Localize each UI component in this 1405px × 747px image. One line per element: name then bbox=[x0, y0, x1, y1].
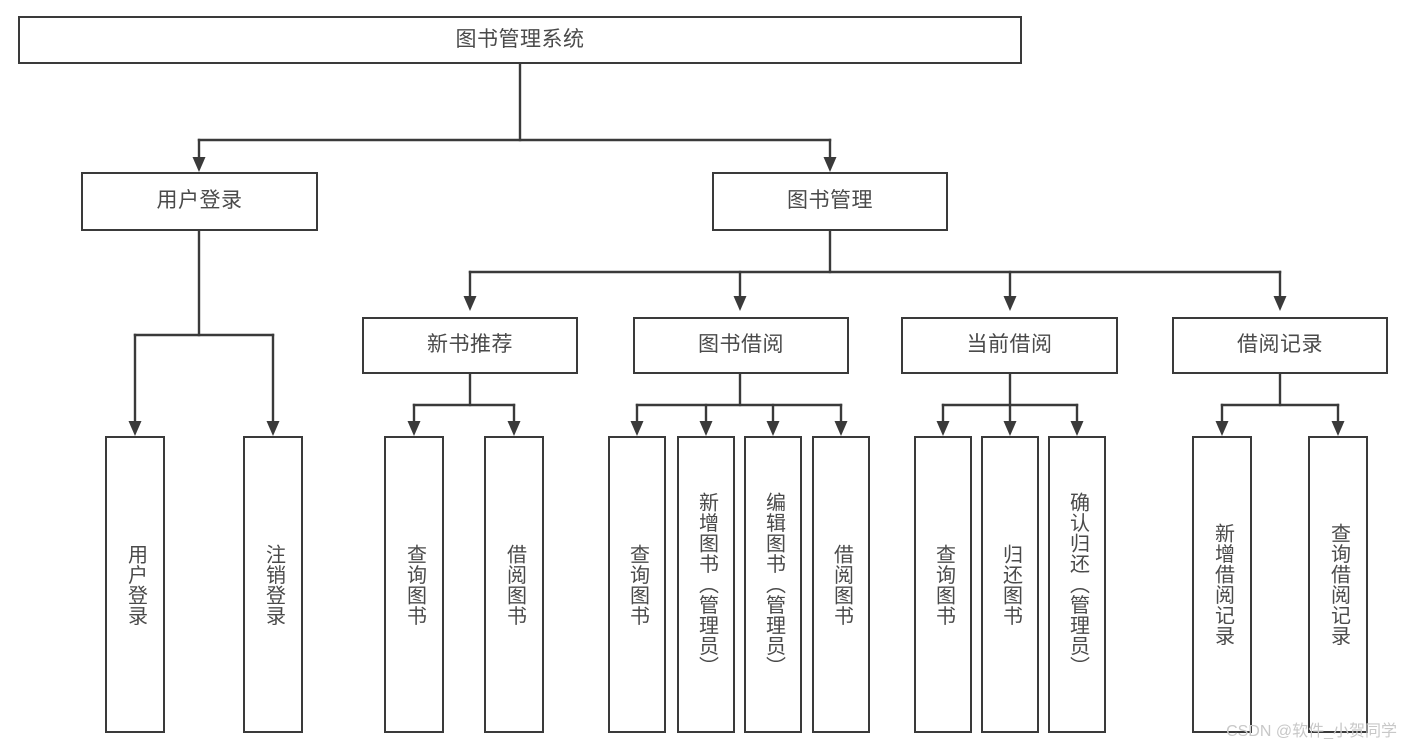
arrowhead-book-borrow bbox=[733, 296, 747, 311]
arrowhead-user-login bbox=[192, 157, 206, 172]
leaf-edit-book-admin[interactable]: 编辑图书（管理员） bbox=[744, 436, 802, 733]
node-label: 查询图书 bbox=[626, 543, 649, 626]
node-label: 图书管理 bbox=[787, 189, 873, 213]
node-label: 图书管理系统 bbox=[455, 27, 585, 51]
arrowhead-borrow-records bbox=[1273, 296, 1287, 311]
arrowhead-bb-leaf-1 bbox=[630, 421, 644, 436]
node-root-system[interactable]: 图书管理系统 bbox=[18, 16, 1022, 64]
leaf-user-login[interactable]: 用户登录 bbox=[105, 436, 165, 733]
leaf-borrow-book-recommend[interactable]: 借阅图书 bbox=[484, 436, 544, 733]
arrowhead-br-leaf-2 bbox=[1331, 421, 1345, 436]
node-label: 新增借阅记录 bbox=[1211, 523, 1234, 646]
leaf-confirm-return-admin[interactable]: 确认归还（管理员） bbox=[1048, 436, 1106, 733]
node-book-management[interactable]: 图书管理 bbox=[712, 172, 948, 231]
node-label: 借阅图书 bbox=[830, 543, 853, 626]
node-label: 查询图书 bbox=[403, 543, 426, 626]
leaf-query-borrow-record[interactable]: 查询借阅记录 bbox=[1308, 436, 1368, 733]
arrowhead-cb-leaf-3 bbox=[1070, 421, 1084, 436]
arrowhead-book-manage bbox=[823, 157, 837, 172]
arrowhead-leaf-user-login bbox=[128, 421, 142, 436]
node-label: 用户登录 bbox=[124, 543, 147, 626]
arrowhead-bb-leaf-4 bbox=[834, 421, 848, 436]
arrowhead-br-leaf-1 bbox=[1215, 421, 1229, 436]
node-label: 当前借阅 bbox=[966, 333, 1053, 357]
arrowhead-bb-leaf-3 bbox=[766, 421, 780, 436]
arrowhead-nb-leaf-2 bbox=[507, 421, 521, 436]
node-label: 归还图书 bbox=[999, 543, 1022, 626]
leaf-logout[interactable]: 注销登录 bbox=[243, 436, 303, 733]
node-book-borrow[interactable]: 图书借阅 bbox=[633, 317, 849, 374]
leaf-add-book-admin[interactable]: 新增图书（管理员） bbox=[677, 436, 735, 733]
node-label: 图书借阅 bbox=[698, 333, 784, 357]
leaf-query-book-recommend[interactable]: 查询图书 bbox=[384, 436, 444, 733]
node-label: 查询借阅记录 bbox=[1327, 523, 1350, 646]
node-label: 借阅图书 bbox=[503, 543, 526, 626]
leaf-add-borrow-record[interactable]: 新增借阅记录 bbox=[1192, 436, 1252, 733]
arrowhead-nb-leaf-1 bbox=[407, 421, 421, 436]
node-current-borrow[interactable]: 当前借阅 bbox=[901, 317, 1118, 374]
node-user-login[interactable]: 用户登录 bbox=[81, 172, 318, 231]
leaf-return-book[interactable]: 归还图书 bbox=[981, 436, 1039, 733]
arrowhead-cb-leaf-1 bbox=[936, 421, 950, 436]
node-label: 新增图书（管理员） bbox=[695, 492, 718, 677]
arrowhead-bb-leaf-2 bbox=[699, 421, 713, 436]
node-label: 新书推荐 bbox=[427, 333, 513, 357]
node-label: 查询图书 bbox=[932, 543, 955, 626]
arrowhead-leaf-logout bbox=[266, 421, 280, 436]
node-label: 注销登录 bbox=[262, 543, 285, 626]
arrowhead-new-book bbox=[463, 296, 477, 311]
leaf-borrow-book[interactable]: 借阅图书 bbox=[812, 436, 870, 733]
node-label: 编辑图书（管理员） bbox=[762, 492, 785, 677]
arrowhead-cb-leaf-2 bbox=[1003, 421, 1017, 436]
arrowhead-group bbox=[128, 157, 1345, 436]
node-label: 借阅记录 bbox=[1237, 333, 1323, 357]
leaf-query-book-borrow[interactable]: 查询图书 bbox=[608, 436, 666, 733]
node-label: 确认归还（管理员） bbox=[1066, 492, 1089, 677]
node-new-book-recommend[interactable]: 新书推荐 bbox=[362, 317, 578, 374]
leaf-query-book-current[interactable]: 查询图书 bbox=[914, 436, 972, 733]
node-label: 用户登录 bbox=[156, 189, 243, 213]
node-borrow-records[interactable]: 借阅记录 bbox=[1172, 317, 1388, 374]
arrowhead-current-borrow bbox=[1003, 296, 1017, 311]
